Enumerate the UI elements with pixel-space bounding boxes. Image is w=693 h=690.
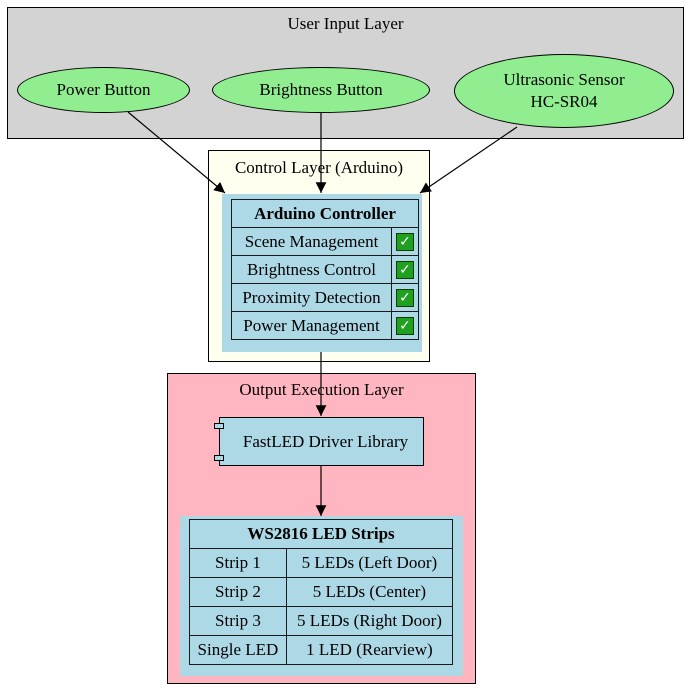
component-tab-bottom bbox=[214, 455, 224, 461]
brightness-button-node: Brightness Button bbox=[212, 67, 430, 113]
brightness-button-label: Brightness Button bbox=[259, 80, 383, 99]
fastled-driver-label: FastLED Driver Library bbox=[242, 431, 409, 451]
strip-name-3: Strip 3 bbox=[189, 606, 287, 636]
ultrasonic-sensor-label: Ultrasonic Sensor bbox=[503, 70, 625, 89]
checkmark-icon: ✓ bbox=[396, 288, 414, 307]
led-strips-table: WS2816 LED Strips Strip 1 5 LEDs (Left D… bbox=[189, 519, 454, 665]
checkmark-icon: ✓ bbox=[396, 316, 414, 335]
cluster-title-user-input: User Input Layer bbox=[287, 14, 404, 33]
ultrasonic-sensor-node: Ultrasonic Sensor HC-SR04 bbox=[454, 54, 674, 128]
ultrasonic-sensor-model: HC-SR04 bbox=[530, 92, 598, 111]
strip-desc-2: 5 LEDs (Center) bbox=[285, 577, 454, 607]
controller-feature-brightness-control: Brightness Control bbox=[231, 255, 392, 284]
strip-name-2: Strip 2 bbox=[189, 577, 287, 607]
checkmark-icon: ✓ bbox=[396, 232, 414, 251]
strip-desc-4: 1 LED (Rearview) bbox=[285, 635, 454, 665]
component-tab-top bbox=[214, 423, 224, 429]
strip-desc-3: 5 LEDs (Right Door) bbox=[285, 606, 454, 636]
cluster-title-control: Control Layer (Arduino) bbox=[234, 158, 404, 177]
power-button-node: Power Button bbox=[17, 67, 190, 113]
power-button-label: Power Button bbox=[56, 80, 151, 99]
edge-power-to-controller bbox=[127, 111, 226, 194]
checkmark-icon: ✓ bbox=[396, 260, 414, 279]
controller-feature-proximity-detection: Proximity Detection bbox=[231, 283, 392, 312]
arduino-controller-table: Arduino Controller Scene Management ✓ Br… bbox=[231, 199, 419, 340]
controller-feature-power-management: Power Management bbox=[231, 311, 392, 340]
controller-title: Arduino Controller bbox=[231, 199, 419, 228]
strip-name-4: Single LED bbox=[189, 635, 287, 665]
fastled-driver-node: FastLED Driver Library bbox=[219, 417, 424, 466]
led-strips-title: WS2816 LED Strips bbox=[189, 519, 453, 549]
strip-name-1: Strip 1 bbox=[189, 548, 287, 578]
edge-ultrasonic-to-controller bbox=[419, 126, 518, 194]
strip-desc-1: 5 LEDs (Left Door) bbox=[285, 548, 454, 578]
controller-feature-scene-management: Scene Management bbox=[231, 227, 392, 256]
